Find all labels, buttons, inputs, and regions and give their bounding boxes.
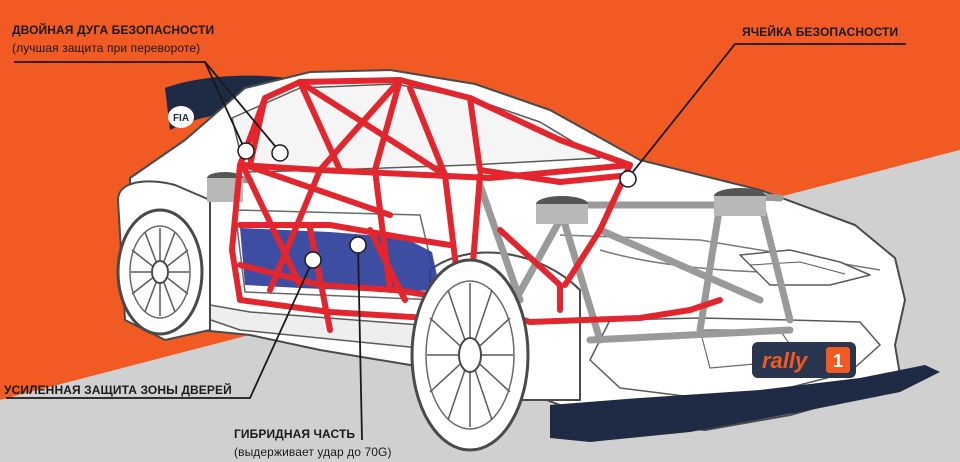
marker-door-protection — [304, 251, 322, 269]
marker-hybrid-part — [349, 236, 367, 254]
leader-door-protection — [6, 261, 313, 399]
red-roll-cage — [229, 77, 723, 333]
marker-double-arc-2 — [271, 144, 289, 162]
callout-hybrid-part-title: ГИБРИДНАЯ ЧАСТЬ — [234, 427, 356, 441]
callout-double-arc-subtitle: (лучшая защита при перевороте) — [12, 41, 201, 55]
leader-safety-cell — [627, 43, 906, 179]
leader-lines — [6, 43, 906, 441]
callout-hybrid-part-subtitle: (выдерживает удар до 70G) — [234, 445, 392, 459]
leader-hybrid-part — [357, 243, 363, 441]
rally-logo-word: rally — [762, 348, 809, 373]
marker-safety-cell — [619, 170, 637, 188]
rally1-logo: rally 1 — [752, 342, 856, 378]
rear-wheel — [116, 208, 204, 336]
callout-double-arc-title: ДВОЙНАЯ ДУГА БЕЗОПАСНОСТИ — [12, 23, 215, 37]
fia-badge — [168, 106, 194, 128]
marker-double-arc-1 — [237, 142, 255, 160]
callout-safety-cell-title: ЯЧЕЙКА БЕЗОПАСНОСТИ — [742, 25, 899, 39]
callout-door-protection-title: УСИЛЕННАЯ ЗАЩИТА ЗОНЫ ДВЕРЕЙ — [4, 383, 232, 397]
fia-badge-text: FIA — [173, 113, 189, 124]
callout-markers — [237, 142, 637, 269]
front-splitter — [550, 365, 940, 442]
rally-logo-number: 1 — [833, 351, 843, 371]
leader-double-arc-2 — [204, 61, 281, 153]
front-wheel — [410, 258, 530, 452]
